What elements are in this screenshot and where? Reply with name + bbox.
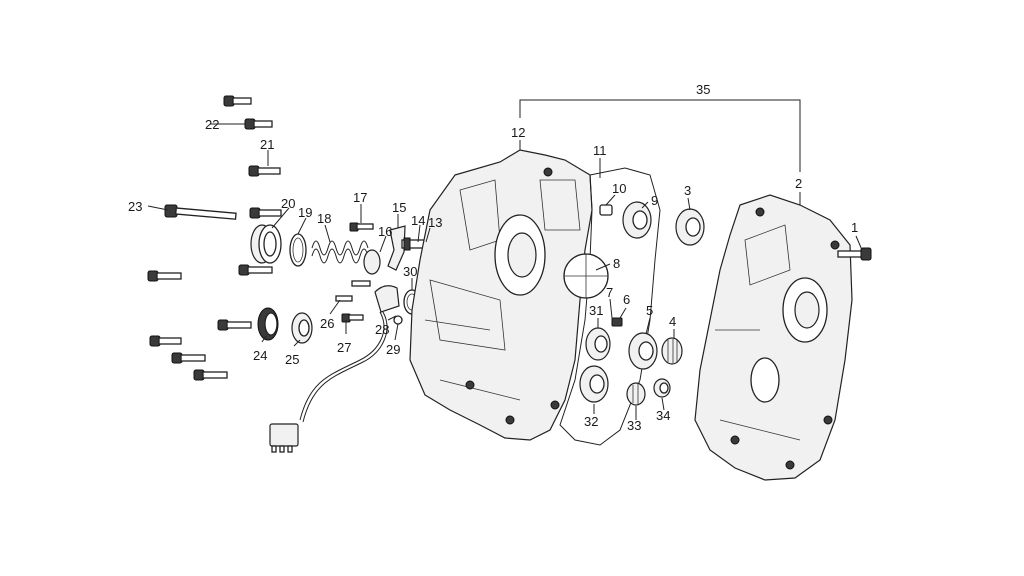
oil-seal (257, 307, 279, 341)
callout-17: 17 (353, 190, 367, 205)
bearing (291, 312, 313, 344)
bushing (653, 378, 671, 398)
dowel-pin (611, 317, 623, 327)
bearing (622, 201, 652, 239)
bolt (193, 369, 228, 381)
callout-23: 23 (128, 199, 142, 214)
left-crankcase (409, 149, 593, 441)
callout-29: 29 (386, 342, 400, 357)
bolt (171, 352, 206, 364)
sensor (299, 285, 400, 423)
callout-32: 32 (584, 414, 598, 429)
pin (335, 295, 353, 302)
callout-35: 35 (696, 82, 710, 97)
callout-10: 10 (612, 181, 626, 196)
callout-18: 18 (317, 211, 331, 226)
callout-16: 16 (378, 224, 392, 239)
callout-11: 11 (593, 143, 607, 158)
bolt (223, 95, 252, 107)
callout-6: 6 (623, 292, 630, 307)
callout-24: 24 (253, 348, 267, 363)
bearing (585, 327, 611, 361)
bolt (217, 319, 252, 331)
assembly-bracket (519, 99, 801, 172)
bolt (244, 118, 273, 130)
bolt (248, 165, 281, 177)
bolt-group-left (147, 95, 282, 381)
callout-21: 21 (260, 137, 274, 152)
callout-7: 7 (606, 285, 613, 300)
small-bolt (341, 313, 364, 323)
callout-4: 4 (669, 314, 676, 329)
bearing (579, 365, 609, 403)
callout-27: 27 (337, 340, 351, 355)
callout-8: 8 (613, 256, 620, 271)
callout-2: 2 (795, 176, 802, 191)
callout-30: 30 (403, 264, 417, 279)
right-crankcase (694, 194, 853, 481)
bearing (628, 332, 658, 370)
spring (311, 240, 381, 275)
callout-13: 13 (428, 215, 442, 230)
bolt (149, 335, 182, 347)
cup-seal (250, 224, 282, 264)
callout-5: 5 (646, 303, 653, 318)
callout-22: 22 (205, 117, 219, 132)
lever (387, 225, 406, 271)
callout-1: 1 (851, 220, 858, 235)
bolt (238, 264, 273, 276)
callout-19: 19 (298, 205, 312, 220)
callout-31: 31 (589, 303, 603, 318)
callout-26: 26 (320, 316, 334, 331)
needle-bearing (661, 337, 683, 365)
bolt (147, 270, 182, 282)
callout-33: 33 (627, 418, 641, 433)
callout-9: 9 (651, 193, 658, 208)
callout-34: 34 (656, 408, 670, 423)
callout-14: 14 (411, 213, 425, 228)
o-ring (289, 233, 307, 267)
callout-15: 15 (392, 200, 406, 215)
callout-3: 3 (684, 183, 691, 198)
long-bolt (164, 204, 237, 220)
bolt (249, 207, 282, 219)
bolt-right (837, 247, 872, 261)
bearing (675, 208, 705, 246)
leader-lines (147, 123, 863, 420)
callout-28: 28 (375, 322, 389, 337)
washer (393, 315, 403, 325)
needle-bearing (626, 382, 646, 406)
small-bolt (349, 222, 374, 232)
gasket (559, 167, 661, 446)
pin (351, 280, 371, 287)
callout-25: 25 (285, 352, 299, 367)
callout-12: 12 (511, 125, 525, 140)
dowel-pin (599, 204, 613, 216)
connector (269, 423, 299, 453)
callout-labels: 1 2 3 4 5 6 7 8 9 10 11 12 13 14 15 16 1… (128, 82, 858, 433)
callout-20: 20 (281, 196, 295, 211)
seal-and-spring-group (250, 224, 381, 344)
